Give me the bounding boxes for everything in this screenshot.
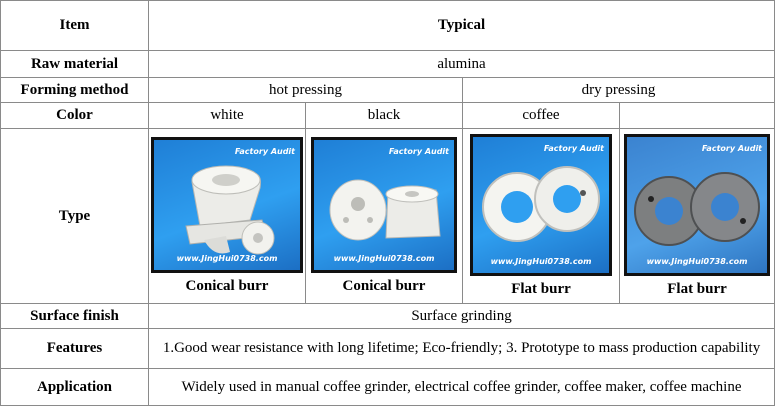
features-value: 1.Good wear resistance with long lifetim… [147, 328, 775, 369]
color-empty [618, 102, 775, 129]
typical-header: Typical [147, 0, 775, 51]
forming-method-row: Forming method hot pressing dry pressing [0, 77, 775, 103]
conical-burr-black-photo: Factory Audit www.JingHui0738.com [311, 137, 457, 273]
color-coffee: coffee [462, 102, 620, 129]
type-caption-2: Conical burr [342, 278, 426, 294]
type-caption-1: Conical burr [185, 278, 269, 294]
item-header: Item [0, 0, 149, 51]
type-row: Type Factory Audit www.JingHui0738.com [0, 128, 775, 304]
flat-burr-steel-photo: Factory Audit www.JingHui0738.com [624, 134, 771, 276]
application-label: Application [0, 368, 149, 406]
flat-burr-steel-graphic [634, 172, 761, 246]
features-label: Features [0, 328, 149, 369]
photo-brand-watermark: Factory Audit [388, 147, 449, 156]
photo-site-watermark: www.JingHui0738.com [333, 254, 435, 263]
flat-burr-coffee-photo: Factory Audit www.JingHui0738.com [470, 134, 612, 276]
photo-brand-watermark: Factory Audit [701, 144, 763, 153]
type-label: Type [0, 128, 149, 304]
photo-brand-watermark: Factory Audit [234, 147, 295, 156]
hot-pressing-value: hot pressing [148, 77, 463, 103]
header-row: Item Typical [0, 0, 775, 51]
surface-finish-value: Surface grinding [147, 303, 775, 329]
forming-method-label: Forming method [0, 77, 149, 103]
photo-site-watermark: www.JingHui0738.com [176, 254, 278, 263]
photo-site-watermark: www.JingHui0738.com [646, 257, 748, 266]
type-cell-3: Factory Audit www.JingHui0738.com Flat b… [462, 128, 620, 304]
color-white: white [148, 102, 306, 129]
type-cell-2: Factory Audit www.JingHui0738.com Conica… [305, 128, 463, 304]
raw-material-label: Raw material [0, 50, 149, 78]
type-caption-3: Flat burr [511, 281, 571, 297]
color-black: black [305, 102, 463, 129]
photo-site-watermark: www.JingHui0738.com [490, 257, 592, 266]
conical-burr-white-graphic [185, 165, 275, 255]
conical-burr-white-photo: Factory Audit www.JingHui0738.com [151, 137, 303, 273]
conical-burr-black-graphic [329, 179, 441, 241]
type-cell-1: Factory Audit www.JingHui0738.com Conica… [148, 128, 306, 304]
surface-finish-label: Surface finish [0, 303, 149, 329]
raw-material-row: Raw material alumina [0, 50, 775, 78]
raw-material-value: alumina [147, 50, 775, 78]
features-row: Features 1.Good wear resistance with lon… [0, 328, 775, 369]
type-cell-4: Factory Audit www.JingHui0738.com Flat b… [618, 128, 775, 304]
color-label: Color [0, 102, 149, 129]
application-value: Widely used in manual coffee grinder, el… [147, 368, 775, 406]
surface-finish-row: Surface finish Surface grinding [0, 303, 775, 329]
flat-burr-coffee-graphic [482, 166, 600, 242]
type-caption-4: Flat burr [667, 281, 727, 297]
color-row: Color white black coffee [0, 102, 775, 129]
application-row: Application Widely used in manual coffee… [0, 368, 775, 406]
dry-pressing-value: dry pressing [461, 77, 775, 103]
photo-brand-watermark: Factory Audit [543, 144, 604, 153]
